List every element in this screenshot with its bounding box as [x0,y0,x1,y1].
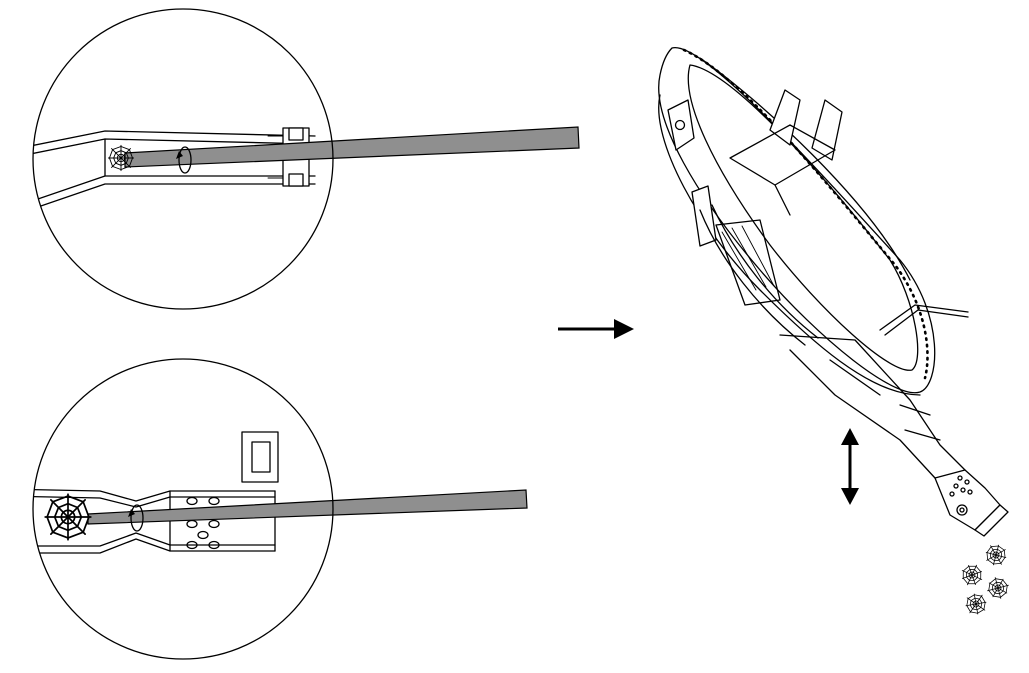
rotate-arrow-icon [176,146,192,174]
next-step-arrow [558,319,634,339]
zoom-top-circle [32,8,334,310]
rotate-arrow-icon [128,504,144,532]
venturi-tube-side-view [33,127,316,221]
double-arrow-icon [841,428,859,505]
falling-spider-webs [958,542,1013,617]
ring-burner [658,47,1009,537]
spider-web-icon [958,561,986,589]
spider-web-icon [983,542,1009,568]
air-holes [186,496,220,550]
air-holes [949,475,973,497]
spider-web-icon [963,591,989,617]
zoom-top-panel [32,8,580,310]
spider-web-icon [44,493,92,541]
zoom-bottom-circle [32,358,334,660]
spider-web-icon [107,144,135,172]
zoom-bottom-panel [32,358,528,660]
air-shutter-bracket [241,431,279,483]
spider-web-icon [983,573,1013,603]
